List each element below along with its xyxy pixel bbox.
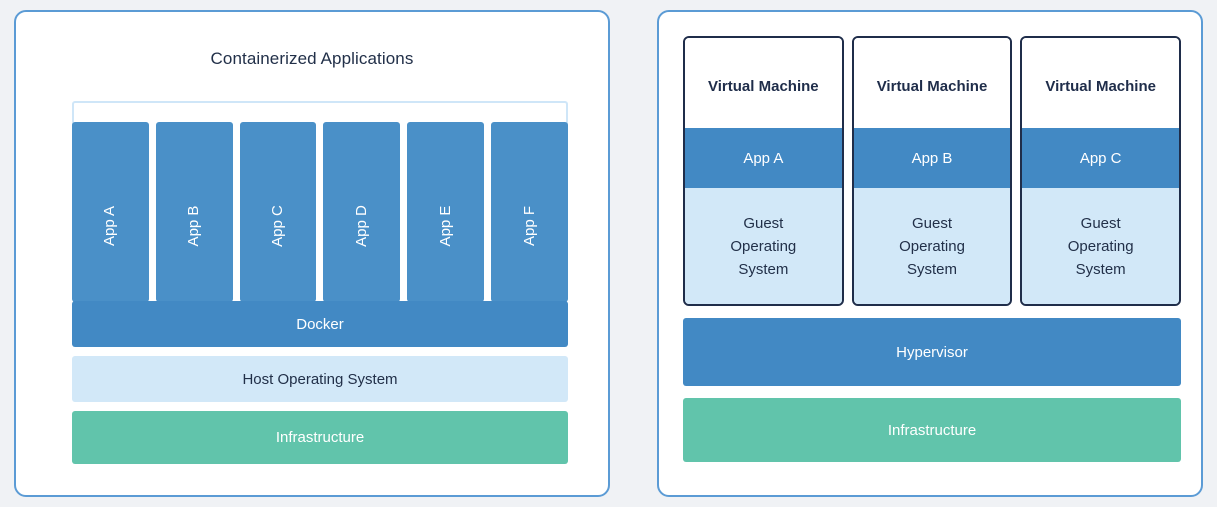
containers-panel-title: Containerized Applications [210,49,414,68]
virtual-machine-app-band[interactable]: App A [685,128,842,188]
container-app-columns: App A App B App C App D App E App F [72,122,568,302]
container-app-label: App E [436,205,454,247]
container-app-block[interactable]: App B [155,122,233,302]
virtual-machine-app-band[interactable]: App C [1022,128,1180,188]
container-app-block[interactable]: App D [323,122,401,302]
virtual-machine-title: Virtual Machine [1022,38,1180,128]
virtual-machine-box[interactable]: Virtual Machine App C Guest Operating Sy… [1020,36,1182,306]
host-operating-system-layer-bar[interactable]: Host Operating System [72,356,568,402]
container-app-label: App A [101,206,119,247]
container-app-block[interactable]: App E [407,122,485,302]
container-app-block[interactable]: App C [239,122,317,302]
virtual-machine-title: Virtual Machine [685,38,842,128]
virtual-machine-app-band[interactable]: App B [853,128,1011,188]
docker-layer-bar[interactable]: Docker [72,301,568,347]
container-app-block[interactable]: App A [72,122,149,302]
containers-grouping-bracket [72,101,568,125]
container-app-block[interactable]: App F [491,122,568,302]
containerized-applications-panel: Containerized Applications App A App B A… [14,10,610,497]
container-app-label: App D [352,205,370,248]
hypervisor-layer-bar[interactable]: Hypervisor [683,318,1181,386]
guest-operating-system-band[interactable]: Guest Operating System [685,188,842,304]
guest-operating-system-band[interactable]: Guest Operating System [1022,188,1180,304]
infrastructure-layer-bar-vms[interactable]: Infrastructure [683,398,1181,462]
container-app-label: App F [520,206,538,247]
virtual-machine-title: Virtual Machine [853,38,1011,128]
infrastructure-layer-bar-containers[interactable]: Infrastructure [72,411,568,464]
container-app-label: App B [185,205,203,247]
virtual-machine-columns: Virtual Machine App A Guest Operating Sy… [683,36,1182,306]
virtual-machine-box[interactable]: Virtual Machine App B Guest Operating Sy… [851,36,1013,306]
virtual-machine-box[interactable]: Virtual Machine App A Guest Operating Sy… [683,36,844,306]
guest-operating-system-band[interactable]: Guest Operating System [853,188,1011,304]
virtual-machines-panel: Virtual Machine App A Guest Operating Sy… [657,10,1203,497]
container-app-label: App C [269,205,287,248]
